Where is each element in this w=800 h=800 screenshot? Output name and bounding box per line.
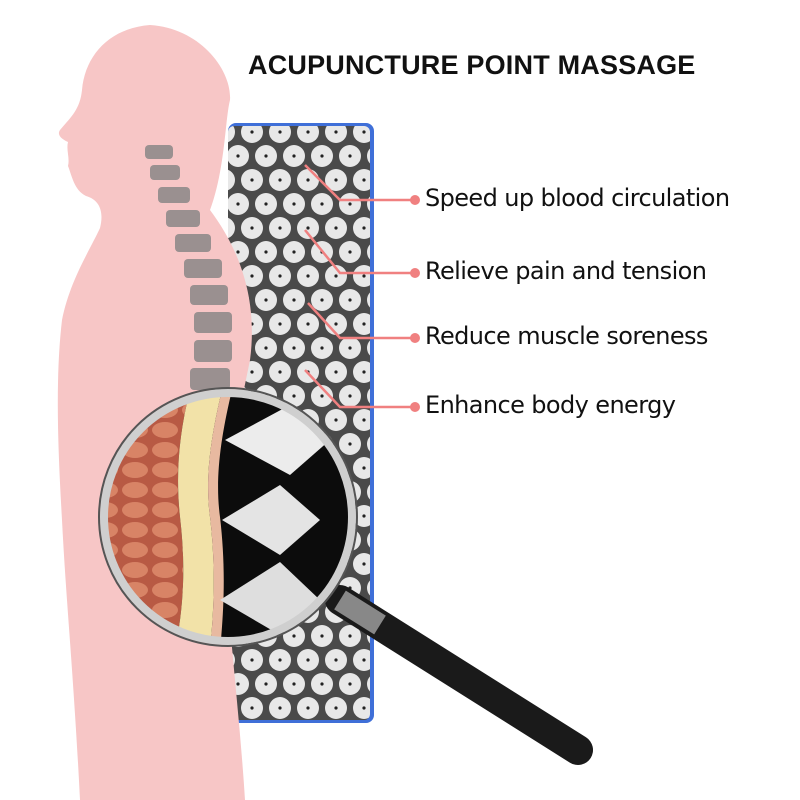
spine xyxy=(145,145,232,390)
callout-lines xyxy=(304,164,415,409)
magnifier xyxy=(98,387,593,765)
benefit-label: Relieve pain and tension xyxy=(425,257,707,285)
callout-dots xyxy=(410,195,420,412)
page-title: ACUPUNCTURE POINT MASSAGE xyxy=(248,50,696,80)
benefit-label: Enhance body energy xyxy=(425,391,676,419)
benefit-label: Reduce muscle soreness xyxy=(425,322,708,350)
benefit-label: Speed up blood circulation xyxy=(425,184,730,212)
